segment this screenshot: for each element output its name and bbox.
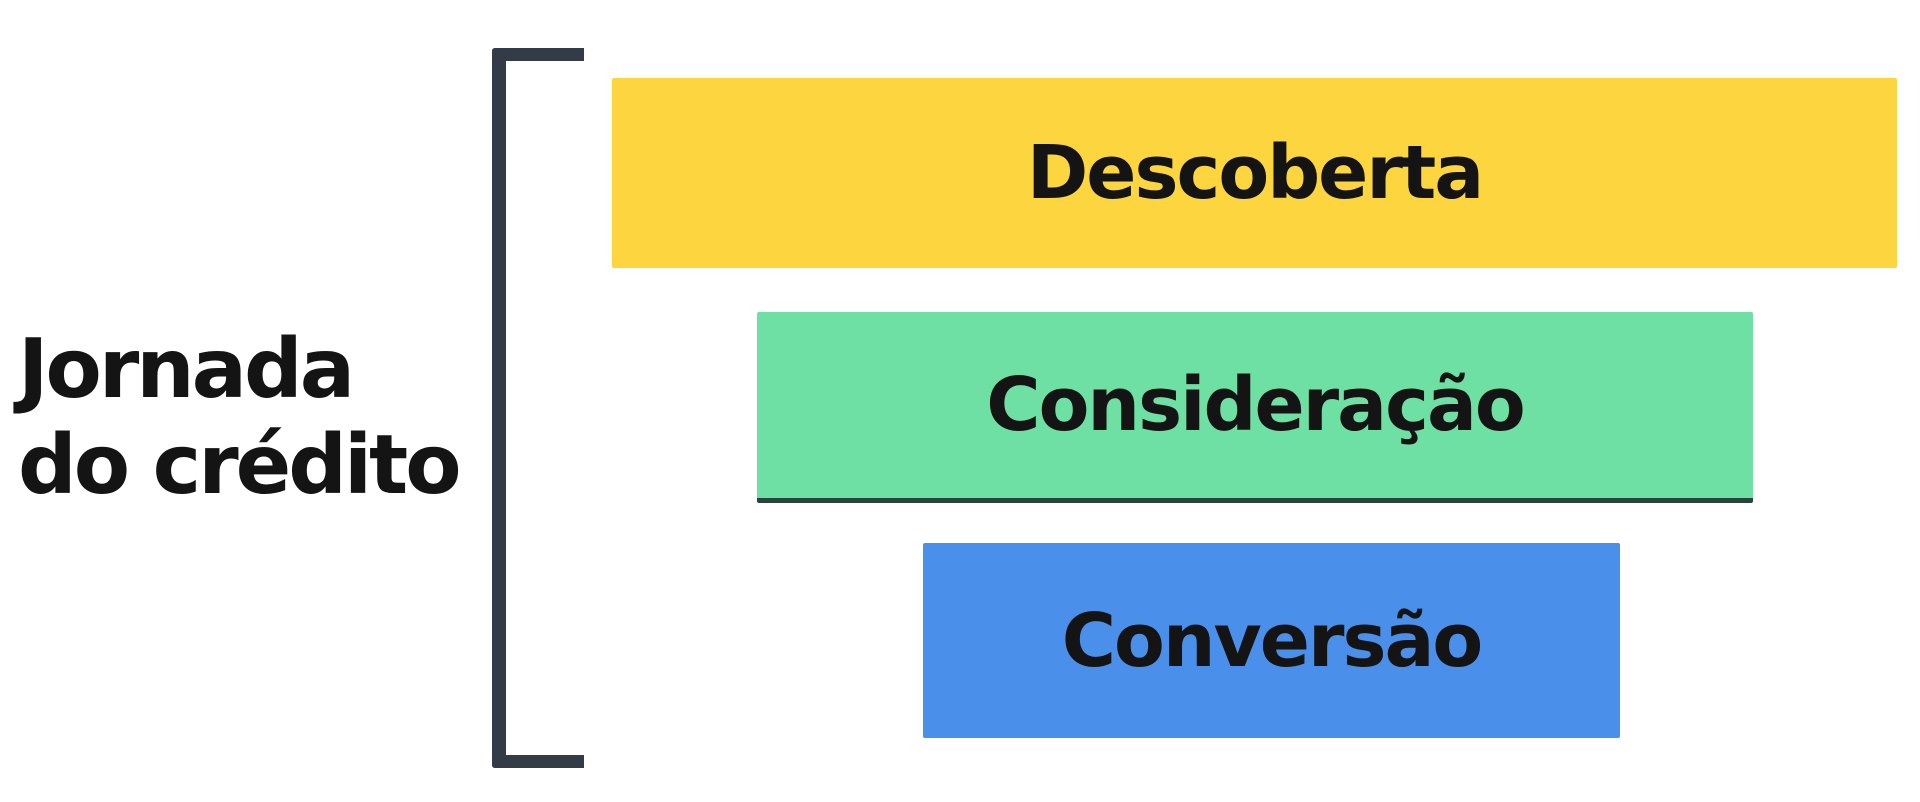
journey-label: Jornada do crédito	[18, 322, 462, 514]
funnel-stage-consideracao-label: Consideração	[986, 362, 1525, 448]
journey-label-line2: do crédito	[18, 418, 462, 513]
journey-label-line1: Jornada	[18, 322, 355, 417]
funnel-stage-consideracao: Consideração	[757, 312, 1753, 503]
funnel-stage-descoberta: Descoberta	[612, 78, 1897, 268]
funnel-stage-conversao-label: Conversão	[1061, 597, 1484, 684]
funnel-stage-descoberta-label: Descoberta	[1026, 130, 1484, 216]
funnel-stage-conversao: Conversão	[923, 543, 1620, 738]
bracket	[492, 48, 584, 768]
